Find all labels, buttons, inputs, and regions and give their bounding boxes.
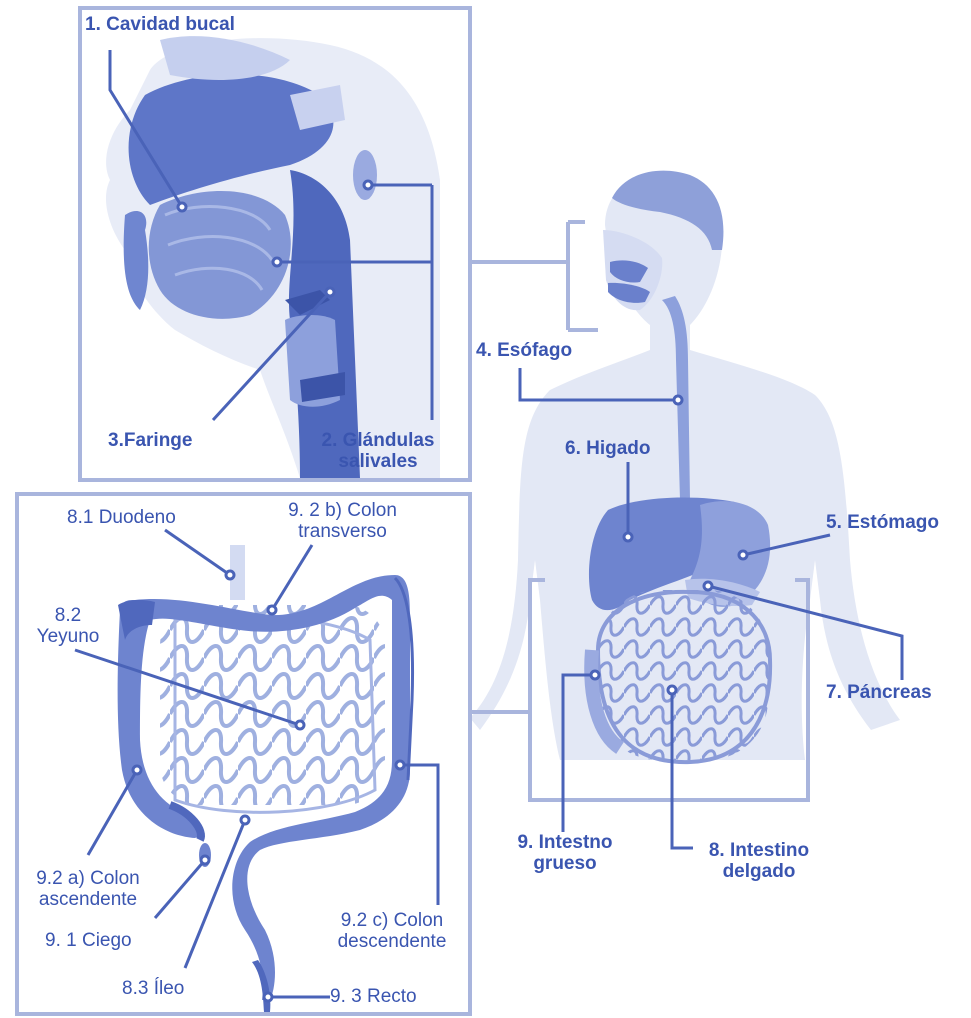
label-intestino-delgado-line1: 8. Intestino (692, 840, 826, 861)
label-intestino-delgado-line2: delgado (692, 861, 826, 882)
label-faringe: 3.Faringe (108, 430, 192, 451)
label-glandulas-salivales: 2. Glándulas salivales (303, 430, 453, 472)
label-intestino-grueso-line1: 9. Intestno (500, 832, 630, 853)
label-colon-transverso-line2: transverso (265, 521, 420, 542)
label-glandulas-line2: salivales (303, 451, 453, 472)
label-recto: 9. 3 Recto (330, 986, 417, 1007)
label-glandulas-line1: 2. Glándulas (303, 430, 453, 451)
label-colon-ascendente-line1: 9.2 a) Colon (18, 868, 158, 889)
label-colon-transverso: 9. 2 b) Colon transverso (265, 500, 420, 542)
label-estomago: 5. Estómago (826, 512, 939, 533)
head-connector (470, 222, 598, 330)
label-duodeno: 8.1 Duodeno (67, 507, 176, 528)
label-colon-descendente-line2: descendente (322, 931, 462, 952)
label-yeyuno: 8.2 Yeyuno (28, 605, 108, 647)
label-cavidad-bucal: 1. Cavidad bucal (85, 14, 235, 35)
label-intestino-delgado: 8. Intestino delgado (692, 840, 826, 882)
label-intestino-grueso: 9. Intestno grueso (500, 832, 630, 874)
label-esofago: 4. Esófago (476, 340, 572, 361)
label-colon-descendente-line1: 9.2 c) Colon (322, 910, 462, 931)
label-yeyuno-line1: 8.2 (28, 605, 108, 626)
label-colon-ascendente-line2: ascendente (18, 889, 158, 910)
label-intestino-grueso-line2: grueso (500, 853, 630, 874)
label-colon-ascendente: 9.2 a) Colon ascendente (18, 868, 158, 910)
body-organs (589, 497, 770, 762)
label-yeyuno-line2: Yeyuno (28, 626, 108, 647)
label-ileo: 8.3 Íleo (122, 978, 184, 999)
label-pancreas: 7. Páncreas (826, 682, 932, 703)
label-colon-descendente: 9.2 c) Colon descendente (322, 910, 462, 952)
label-higado: 6. Higado (565, 438, 651, 459)
label-ciego: 9. 1 Ciego (45, 930, 132, 951)
label-colon-transverso-line1: 9. 2 b) Colon (265, 500, 420, 521)
